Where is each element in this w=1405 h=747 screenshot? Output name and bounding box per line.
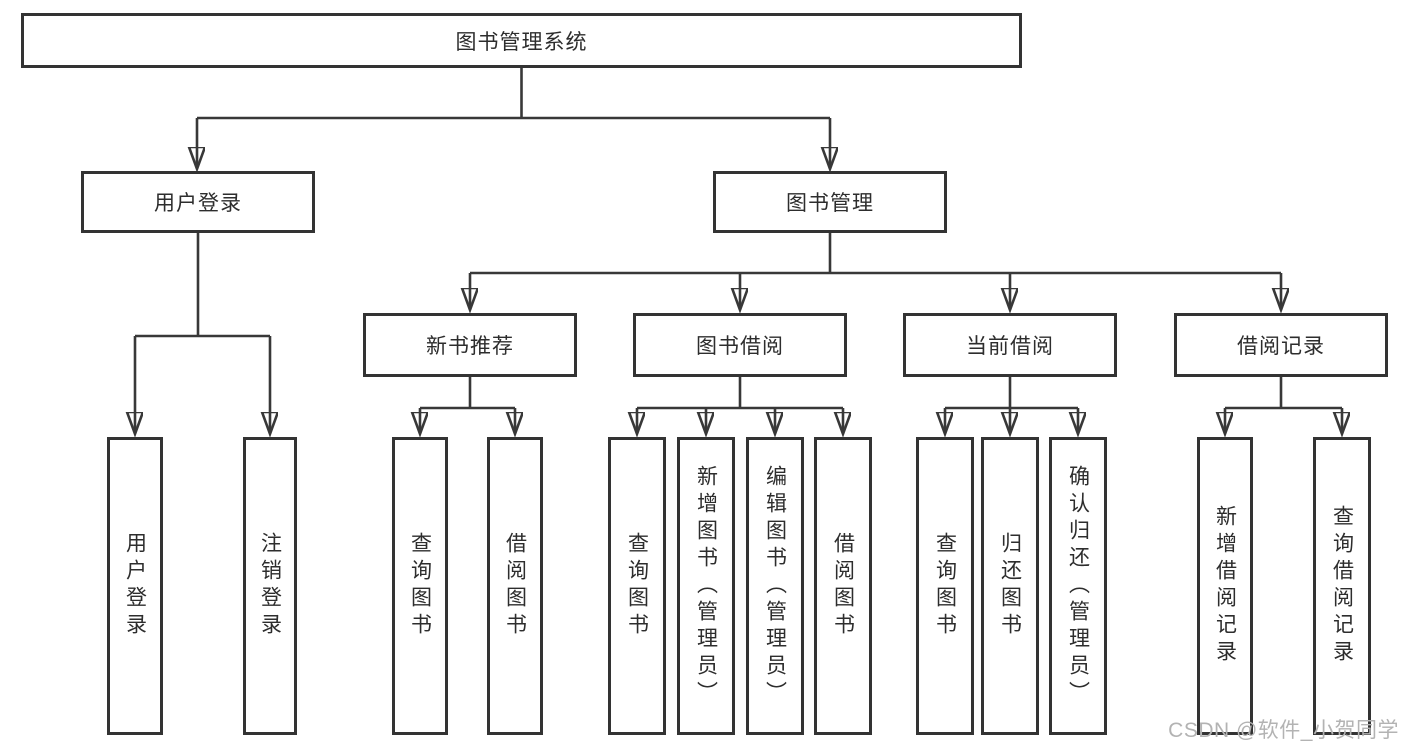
node-new-book-recommend: 新书推荐 bbox=[363, 313, 577, 377]
leaf-user-login: 用户登录 bbox=[107, 437, 163, 735]
node-library-management-system: 图书管理系统 bbox=[21, 13, 1022, 68]
leaf-logout: 注销登录 bbox=[243, 437, 297, 735]
leaf-add-books-admin: 新增图书（管理员） bbox=[677, 437, 735, 735]
node-book-borrow: 图书借阅 bbox=[633, 313, 847, 377]
node-current-borrow: 当前借阅 bbox=[903, 313, 1117, 377]
leaf-borrow-books: 借阅图书 bbox=[814, 437, 872, 735]
leaf-query-borrow-record: 查询借阅记录 bbox=[1313, 437, 1371, 735]
watermark: CSDN @软件_小贺同学 bbox=[1168, 719, 1399, 742]
leaf-query-books-current: 查询图书 bbox=[916, 437, 974, 735]
node-book-management: 图书管理 bbox=[713, 171, 947, 233]
node-borrow-records: 借阅记录 bbox=[1174, 313, 1388, 377]
node-user-login: 用户登录 bbox=[81, 171, 315, 233]
leaf-return-books: 归还图书 bbox=[981, 437, 1039, 735]
leaf-query-books-borrow: 查询图书 bbox=[608, 437, 666, 735]
leaf-edit-books-admin: 编辑图书（管理员） bbox=[746, 437, 804, 735]
leaf-confirm-return-admin: 确认归还（管理员） bbox=[1049, 437, 1107, 735]
leaf-add-borrow-record: 新增借阅记录 bbox=[1197, 437, 1253, 735]
leaf-query-books-recommend: 查询图书 bbox=[392, 437, 448, 735]
leaf-borrow-books-recommend: 借阅图书 bbox=[487, 437, 543, 735]
